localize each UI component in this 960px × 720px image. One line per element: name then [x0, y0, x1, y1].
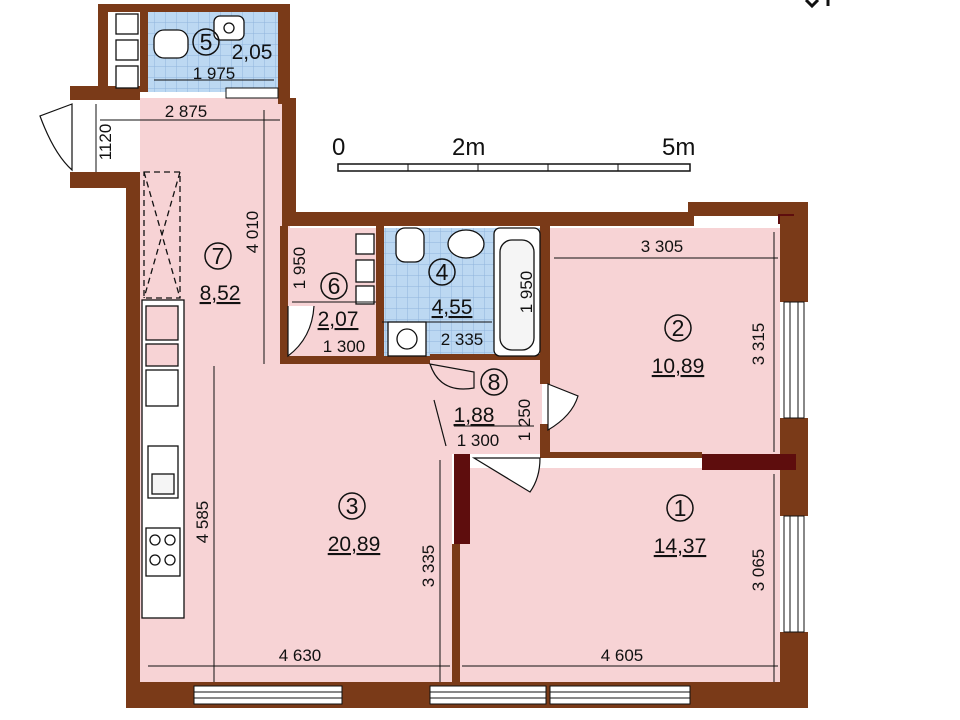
room-2-floor [550, 228, 780, 456]
kitchen-cabinet [145, 343, 179, 367]
entry-door [39, 103, 73, 172]
wall [454, 454, 470, 544]
vent-shaft [355, 285, 375, 305]
room-3-area: 20,89 [328, 533, 381, 556]
window [225, 87, 279, 99]
stove [145, 527, 181, 577]
vent-shaft [115, 13, 139, 35]
room-5-area: 2,05 [232, 41, 273, 64]
vent-shaft [355, 259, 375, 283]
room-1-floor [460, 468, 780, 684]
room-4-area: 4,55 [432, 296, 473, 319]
dim-room6-height: 1 950 [290, 247, 309, 290]
window [549, 685, 691, 705]
room-7-area: 8,52 [200, 282, 241, 305]
washing-machine [387, 321, 427, 357]
room-1-area: 14,37 [654, 535, 707, 558]
wall [376, 226, 384, 362]
wall [278, 4, 290, 104]
north-arrow-icon [804, 0, 830, 9]
wall [540, 226, 550, 384]
room-8-number: 8 [488, 369, 501, 395]
room-5-number: 5 [200, 29, 213, 55]
window [429, 685, 547, 705]
toilet [153, 29, 189, 59]
dim-room4-width: 2 335 [441, 330, 484, 349]
dim-room3-width: 4 630 [279, 646, 322, 665]
wall [282, 98, 296, 220]
dim-room4-height: 1 950 [517, 271, 536, 314]
door-room-3 [433, 399, 447, 447]
vent-shaft [355, 233, 375, 255]
wall [780, 216, 808, 302]
dimension-labels: 4 605 3 065 3 305 3 315 4 630 4 585 3 33… [96, 64, 768, 665]
room-6-number: 6 [328, 273, 341, 299]
scale-label: 2m [452, 134, 485, 161]
windows [193, 87, 805, 705]
wall [430, 354, 548, 360]
wall [540, 424, 550, 458]
fridge [145, 369, 179, 407]
room-6-area: 2,07 [318, 308, 359, 331]
room-2-number: 2 [672, 315, 685, 341]
window [783, 301, 805, 419]
toilet [395, 227, 425, 263]
window [783, 515, 805, 633]
dim-room5-width: 1 975 [193, 64, 236, 83]
wall [282, 212, 694, 226]
dim-room2-height: 3 315 [749, 323, 768, 366]
wall [140, 12, 148, 92]
wall [126, 188, 140, 696]
wall [70, 86, 140, 100]
dim-room3-height-left: 4 585 [193, 501, 212, 544]
wall [98, 4, 108, 98]
scale-bar-line [337, 163, 691, 172]
dimension-lines [95, 79, 778, 682]
wall [688, 202, 808, 216]
wall [540, 452, 702, 458]
scale-label: 5m [662, 134, 695, 161]
room-labels: 1 14,37 2 10,89 3 20,89 4 4,55 5 2,05 6 … [192, 28, 707, 558]
room-1-number: 1 [674, 495, 687, 521]
room-2-area: 10,89 [652, 355, 705, 378]
wall [98, 4, 288, 12]
door-room-8 [429, 363, 475, 390]
vent-shaft [115, 65, 139, 89]
dim-room1-width: 4 605 [601, 646, 644, 665]
scale-label: 0 [332, 134, 345, 161]
wall [702, 454, 796, 470]
doors [39, 103, 579, 493]
dim-room8-width: 1 300 [457, 431, 500, 450]
door-room-2 [547, 383, 579, 432]
door-room-1 [471, 457, 541, 493]
dim-room6-width: 1 300 [323, 337, 366, 356]
wall [70, 172, 140, 188]
room-8-floor [382, 358, 542, 454]
vent-shaft [115, 39, 139, 61]
door-room-6 [287, 305, 315, 358]
dim-room1-height: 3 065 [749, 549, 768, 592]
wall [452, 544, 460, 684]
room-7-number: 7 [212, 243, 225, 269]
dim-entry-width: 1120 [96, 124, 115, 161]
dim-room7-width: 2 875 [165, 102, 208, 121]
wall [280, 226, 288, 364]
scale-bar: 0 2m 5m [332, 134, 695, 172]
dim-room7-height: 4 010 [243, 211, 262, 254]
room-8-area: 1,88 [454, 404, 495, 427]
floor-areas [140, 12, 780, 684]
room-3-number: 3 [346, 493, 359, 519]
kitchen-cabinet [145, 305, 179, 341]
washbasin [447, 229, 485, 259]
room-4-number: 4 [436, 259, 449, 285]
window [193, 685, 343, 705]
dim-room2-width: 3 305 [641, 237, 684, 256]
dim-room3-height-right: 3 335 [419, 545, 438, 588]
dim-room8-height: 1 250 [515, 399, 534, 442]
wall [280, 356, 430, 364]
fixtures [115, 13, 541, 619]
wardrobe [143, 171, 181, 299]
